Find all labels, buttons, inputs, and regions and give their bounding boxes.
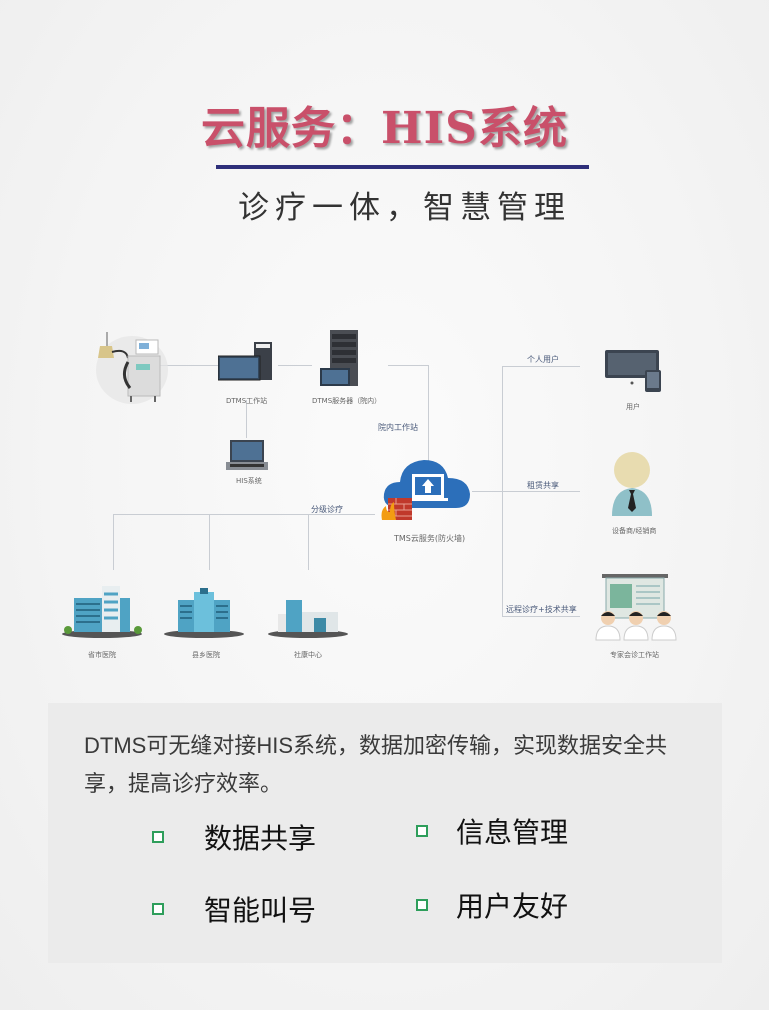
description-text: DTMS可无缝对接HIS系统，数据加密传输，实现数据安全共享，提高诊疗效率。 (84, 733, 668, 796)
connector (428, 365, 429, 465)
node-label-workstation: DTMS工作站 (226, 397, 268, 405)
connector (113, 514, 375, 515)
hospital-building-icon (60, 584, 144, 644)
node-label-dealer: 设备商/经销商 (612, 527, 657, 535)
page-subtitle: 诊疗一体，智慧管理 (238, 190, 571, 226)
page-title: 云服务：HIS系统 (201, 103, 568, 154)
node-label-his: HIS系统 (236, 477, 262, 485)
node-label-community: 社康中心 (294, 651, 322, 659)
feature-item: 智能叫号 (152, 889, 316, 929)
square-bullet-icon (152, 903, 164, 915)
connector (278, 365, 312, 366)
link-label-personal-user: 个人用户 (527, 355, 559, 364)
connector (502, 366, 580, 367)
square-bullet-icon (416, 899, 428, 911)
connector (209, 514, 210, 570)
server-rack-icon (320, 330, 362, 392)
square-bullet-icon (152, 831, 164, 843)
connector (472, 491, 502, 492)
doctors-screen-icon (592, 574, 682, 646)
info-panel: DTMS可无缝对接HIS系统，数据加密传输，实现数据安全共享，提高诊疗效率。 数… (48, 703, 722, 963)
connector (502, 616, 580, 617)
desktop-computer-icon (217, 340, 274, 388)
connector (502, 491, 580, 492)
connector (246, 400, 247, 438)
person-icon (610, 450, 654, 524)
feature-item: 用户友好 (416, 885, 568, 925)
cloud-firewall-icon (378, 452, 474, 528)
node-label-expert: 专家会诊工作站 (610, 651, 659, 659)
feature-label: 信息管理 (456, 817, 569, 848)
network-diagram: 院内工作站 个人用户 租赁共享 远程诊疗+技术共享 分级诊疗 DTMS工作站 (0, 300, 769, 680)
clinic-building-icon (266, 596, 350, 644)
node-label-user: 用户 (626, 403, 640, 411)
link-label-in-hospital: 院内工作站 (378, 423, 418, 432)
node-label-cloud: TMS云服务(防火墙) (394, 534, 466, 543)
node-label-hospital-county: 县乡医院 (192, 651, 220, 659)
feature-label: 智能叫号 (204, 895, 317, 926)
link-label-lease-share: 租赁共享 (527, 481, 559, 490)
hospital-building-icon (162, 588, 246, 644)
square-bullet-icon (416, 825, 428, 837)
monitor-tablet-icon (605, 350, 665, 398)
laptop-icon (226, 440, 270, 478)
feature-item: 数据共享 (152, 817, 316, 857)
connector (113, 514, 114, 570)
link-label-tiered: 分级诊疗 (311, 505, 343, 514)
feature-label: 数据共享 (204, 823, 317, 854)
medical-device-icon (92, 328, 168, 410)
connector (388, 365, 428, 366)
node-label-hospital-city: 省市医院 (88, 651, 116, 659)
feature-label: 用户友好 (456, 891, 569, 922)
link-label-remote: 远程诊疗+技术共享 (506, 605, 577, 614)
node-label-server: DTMS服务器（院内） (312, 397, 382, 405)
title-divider (216, 165, 589, 169)
connector (160, 365, 218, 366)
connector (308, 514, 309, 570)
feature-item: 信息管理 (416, 811, 568, 851)
